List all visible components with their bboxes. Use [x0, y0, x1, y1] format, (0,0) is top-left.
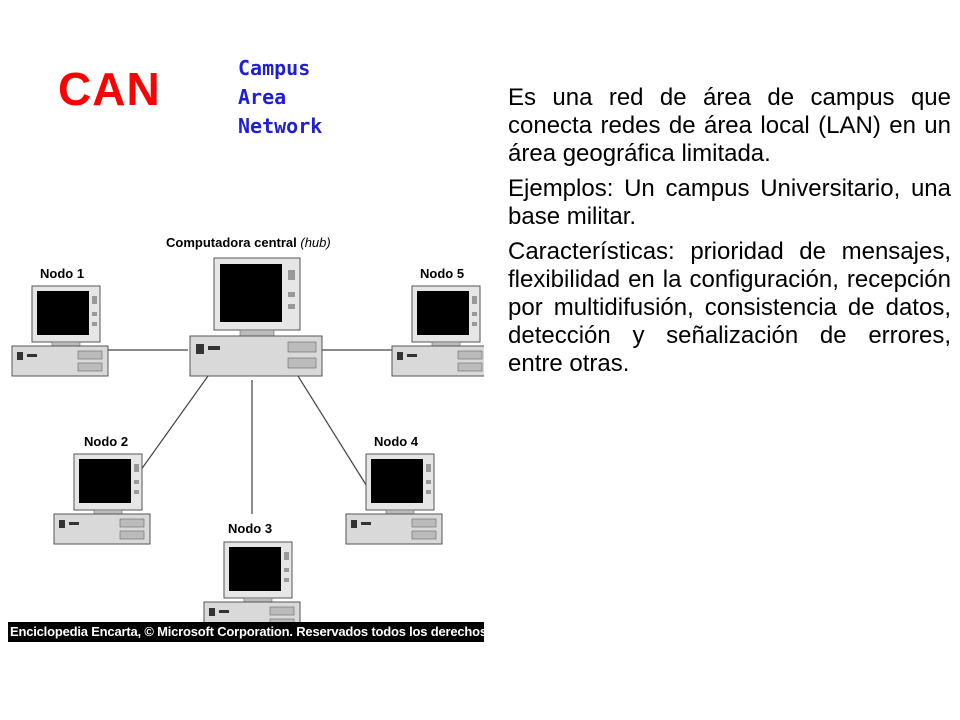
- subtitle-line-1: Campus: [238, 56, 311, 80]
- paragraph-features: Características: prioridad de mensajes, …: [508, 238, 951, 377]
- node-5-computer-icon: [391, 285, 484, 377]
- network-diagram: Computadora central (hub) Nodo 1 Nodo 5 …: [8, 228, 491, 642]
- node-5-label: Nodo 5: [420, 266, 464, 281]
- hub-label: Computadora central (hub): [166, 235, 331, 250]
- node-3-computer-icon: [203, 541, 301, 622]
- node-2-computer-icon: [53, 453, 151, 545]
- subtitle-line-3: Network: [238, 114, 323, 138]
- hub-computer-icon: [189, 257, 323, 377]
- subtitle-line-2: Area: [238, 85, 287, 109]
- image-credit: Enciclopedia Encarta, © Microsoft Corpor…: [10, 624, 491, 639]
- node-3-label: Nodo 3: [228, 521, 272, 536]
- slide-title: CAN: [58, 63, 161, 115]
- node-4-label: Nodo 4: [374, 434, 419, 449]
- paragraph-examples: Ejemplos: Un campus Universitario, una b…: [508, 175, 951, 230]
- slide-subtitle: Campus Area Network: [238, 54, 322, 141]
- description-text: Es una red de área de campus que conecta…: [508, 84, 951, 385]
- node-1-computer-icon: [11, 285, 109, 377]
- network-diagram-svg: Computadora central (hub) Nodo 1 Nodo 5 …: [11, 235, 484, 622]
- node-2-label: Nodo 2: [84, 434, 128, 449]
- paragraph-definition: Es una red de área de campus que conecta…: [508, 84, 951, 167]
- node-4-computer-icon: [345, 453, 443, 545]
- link-nodo-4: [297, 375, 369, 489]
- node-1-label: Nodo 1: [40, 266, 84, 281]
- credit-bar: [8, 622, 484, 642]
